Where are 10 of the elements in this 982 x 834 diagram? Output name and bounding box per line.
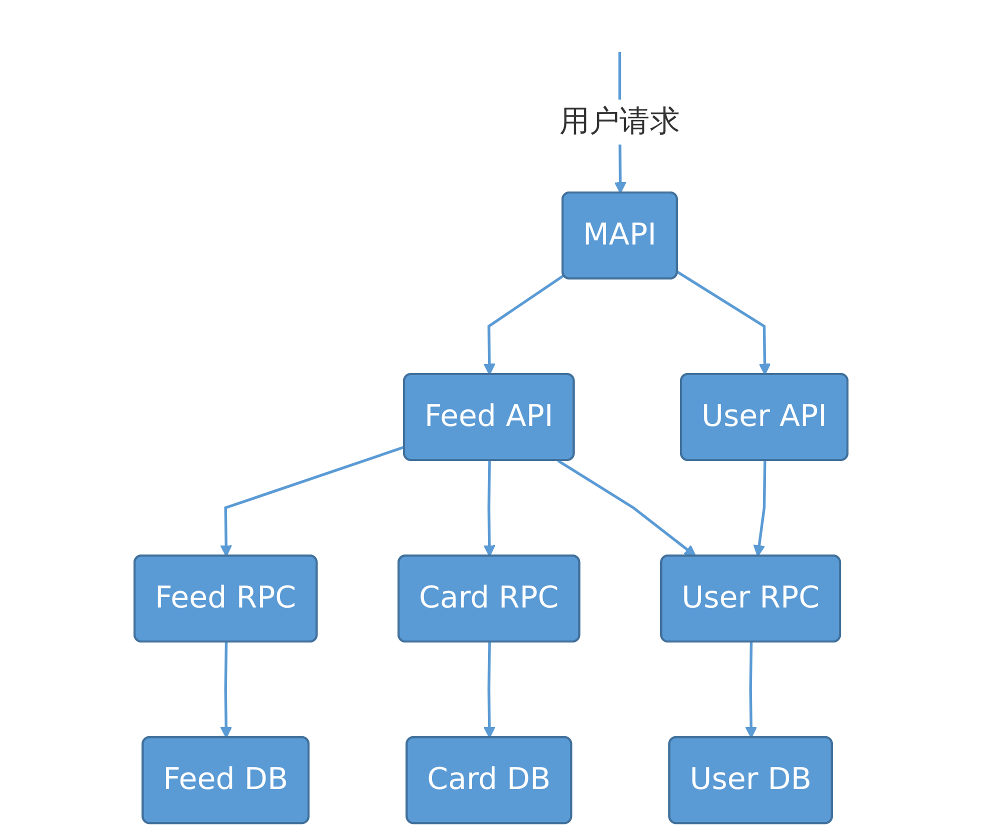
- arrow: [483, 642, 496, 738]
- arrow: [753, 460, 766, 557]
- arrow: [483, 274, 565, 376]
- arrow: [483, 460, 496, 557]
- arrow: [220, 642, 232, 738]
- edge-label: 用户请求: [560, 105, 680, 140]
- arrow: [745, 642, 758, 738]
- arrow: [220, 446, 406, 557]
- arrow: [557, 460, 696, 557]
- arrow: [676, 270, 771, 376]
